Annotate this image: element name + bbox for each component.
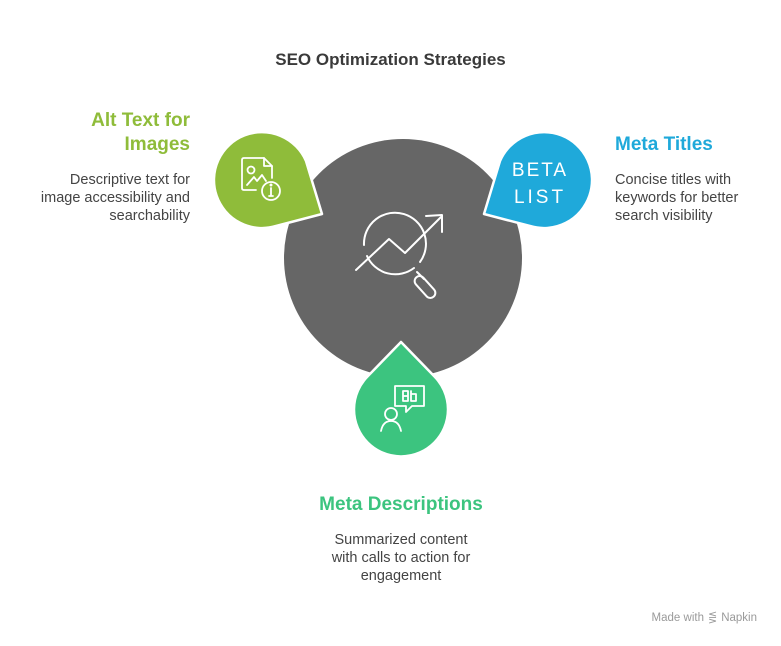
- napkin-logo-icon: ⋚: [707, 612, 718, 624]
- description-line: search visibility: [615, 208, 713, 224]
- description-line: with calls to action for: [331, 550, 471, 566]
- beta-text: BETA: [512, 160, 568, 181]
- brand-text: Napkin: [721, 611, 757, 624]
- description-line: searchability: [109, 208, 190, 224]
- alt-text-heading-line: Images: [124, 134, 190, 155]
- meta-titles-description: Concise titles with keywords for better …: [615, 171, 738, 225]
- meta-titles-heading: Meta Titles: [615, 134, 713, 155]
- alt-text-description: Descriptive text for image accessibility…: [41, 171, 190, 225]
- image-info-icon: [241, 157, 281, 201]
- teardrop-meta-titles: [482, 130, 594, 230]
- description-line: engagement: [360, 568, 442, 584]
- alt-text-heading-line: Alt Text for: [91, 110, 190, 131]
- description-line: keywords for better: [615, 190, 739, 206]
- search-trend-icon: [355, 211, 443, 299]
- description-line: Descriptive text for: [69, 172, 190, 188]
- center-circle: [284, 139, 522, 377]
- description-line: Summarized content: [334, 532, 468, 548]
- meta-descriptions-description: Summarized content with calls to action …: [250, 531, 552, 585]
- teardrop-alt-text: [212, 130, 324, 230]
- meta-descriptions-heading: Meta Descriptions: [319, 494, 483, 515]
- diagram-title: SEO Optimization Strategies: [275, 50, 506, 69]
- footer-attribution[interactable]: Made with ⋚ Napkin: [651, 611, 757, 625]
- list-text: LIST: [514, 187, 566, 208]
- beta-list-icon: BETA LIST: [512, 160, 568, 208]
- alt-text-heading: Alt Text for Images: [91, 109, 190, 157]
- description-line: Concise titles with: [615, 172, 732, 188]
- made-with-text: Made with: [651, 611, 704, 624]
- teardrop-meta-descriptions: [352, 340, 450, 458]
- user-speech-icon: [380, 385, 425, 432]
- description-line: image accessibility and: [40, 190, 190, 206]
